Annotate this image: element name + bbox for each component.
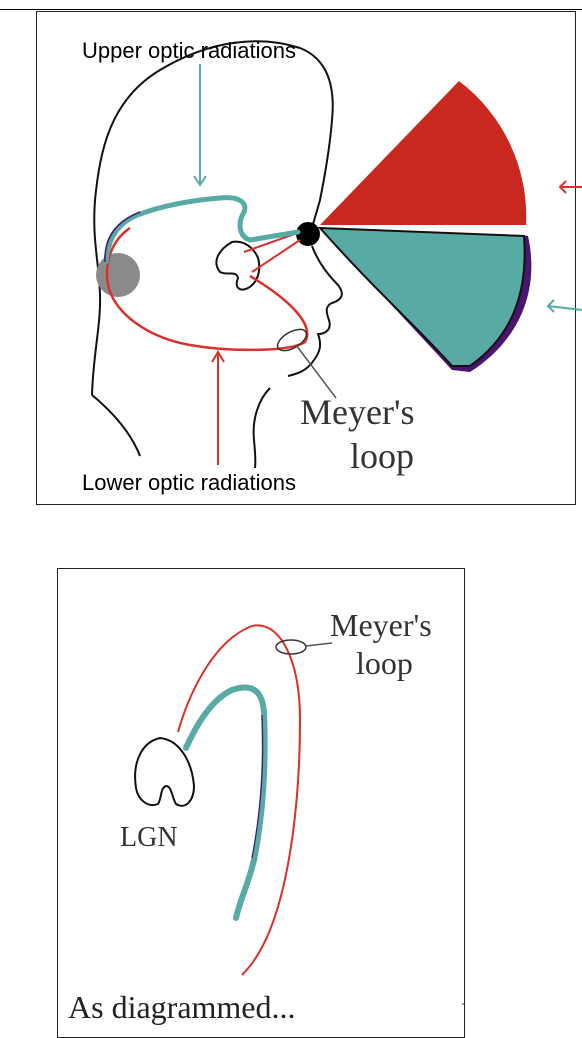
- eye-dot: [296, 222, 320, 246]
- meyers-loop-marker-bottom: [275, 639, 307, 655]
- label-lower-optic-radiations: Lower optic radiations: [82, 470, 296, 495]
- red-arrow-right: [558, 180, 582, 194]
- label-meyers-loop-bottom-line1: Meyer's: [330, 607, 432, 643]
- lower-label-arrow: [211, 350, 225, 465]
- label-meyers-loop-top-line1: Meyer's: [300, 392, 414, 432]
- label-lgn: LGN: [120, 822, 178, 853]
- meyers-loop-red-arc: [177, 624, 302, 976]
- upper-visual-field-red: [320, 81, 527, 225]
- upper-label-arrow: [193, 64, 207, 187]
- upper-optic-radiation-edge: [104, 211, 141, 263]
- meyers-loop-marker-top: [276, 328, 308, 352]
- meyers-loop-leader-bottom: [305, 642, 333, 647]
- upper-radiation-teal-bottom: [183, 684, 268, 921]
- top-divider: [0, 9, 582, 10]
- optic-tract-red-lower: [251, 239, 301, 273]
- lower-optic-radiation-path: [105, 226, 309, 352]
- lower-visual-field-teal: [317, 226, 526, 367]
- lgn-shape-bottom: [134, 736, 196, 807]
- label-meyers-loop-top-line2: loop: [350, 436, 414, 476]
- upper-optic-radiation-path: [103, 195, 301, 265]
- caption-as-diagrammed: As diagrammed...: [68, 989, 296, 1025]
- head-outline-back: [91, 394, 141, 457]
- head-outline: [91, 40, 343, 469]
- stray-mark: ·: [460, 994, 466, 1014]
- teal-arrow-right: [546, 299, 582, 313]
- label-upper-optic-radiations: Upper optic radiations: [82, 38, 296, 63]
- upper-radiation-edge-bottom: [251, 714, 264, 859]
- lgn-shape-top: [215, 240, 261, 291]
- meyers-loop-leader-top: [295, 344, 337, 399]
- visual-cortex-spot: [96, 253, 140, 297]
- label-meyers-loop-bottom-line2: loop: [356, 645, 413, 681]
